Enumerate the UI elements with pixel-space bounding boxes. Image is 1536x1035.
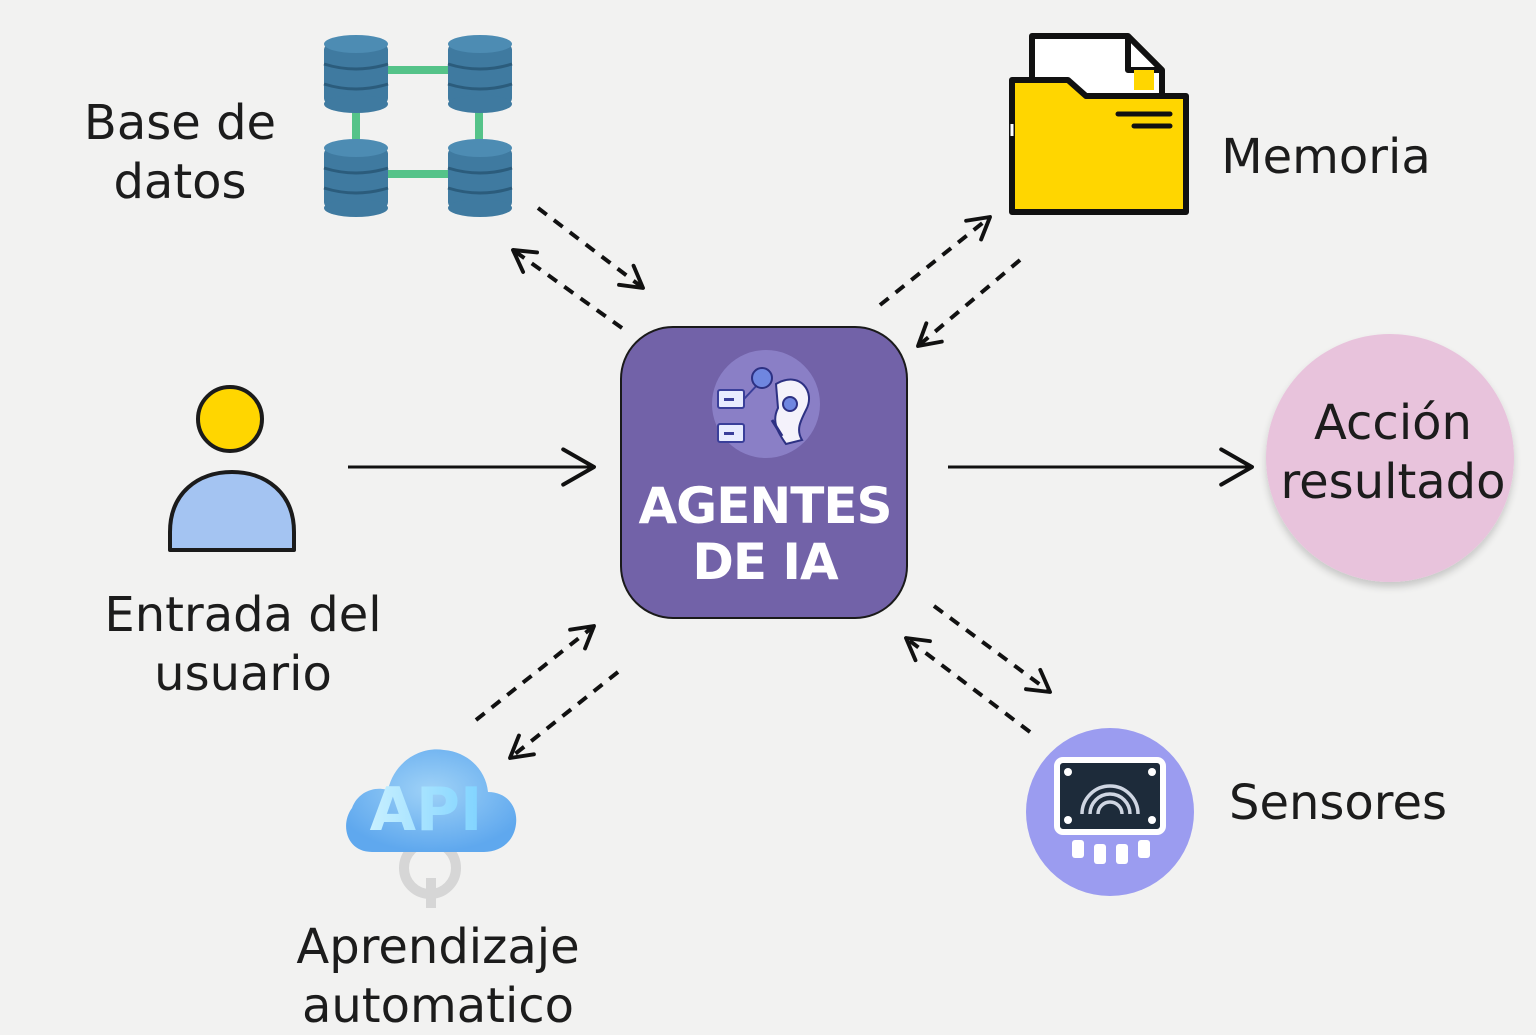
database-label: Base de datos bbox=[83, 95, 277, 210]
api-cloud-icon: API bbox=[346, 749, 517, 908]
arrow-memory-to-agent bbox=[916, 258, 1022, 348]
memory-label: Memoria bbox=[1221, 129, 1431, 185]
database-cylinder-3 bbox=[323, 139, 389, 217]
database-cylinder-4 bbox=[447, 139, 513, 217]
agent-title-line2: DE IA bbox=[692, 533, 838, 591]
user-icon bbox=[168, 385, 296, 552]
agent-node-box bbox=[620, 326, 908, 619]
arrow-agent-to-database bbox=[511, 248, 624, 330]
arrow-agent-to-learning bbox=[508, 670, 620, 760]
connectors bbox=[348, 206, 1254, 760]
arrow-agent-to-sensors bbox=[932, 604, 1052, 694]
database-network-icon bbox=[323, 35, 513, 217]
folder-icon bbox=[1009, 33, 1189, 215]
arrow-learning-to-agent bbox=[474, 624, 596, 722]
robot-agent-icon bbox=[712, 350, 820, 458]
learning-label: Aprendizaje automatico bbox=[296, 919, 580, 1034]
api-text: API bbox=[370, 775, 483, 845]
action-node-circle bbox=[1266, 334, 1514, 582]
sensor-icon bbox=[1026, 728, 1194, 896]
sensors-label: Sensores bbox=[1228, 775, 1447, 831]
arrow-sensors-to-agent bbox=[904, 636, 1032, 734]
database-cylinder-1 bbox=[323, 35, 389, 113]
action-label: Acción resultado bbox=[1280, 395, 1506, 510]
user-input-label: Entrada del usuario bbox=[104, 587, 382, 702]
arrow-agent-to-memory bbox=[878, 215, 992, 307]
database-cylinder-2 bbox=[447, 35, 513, 113]
agent-node bbox=[620, 326, 908, 619]
agent-title-line1: AGENTES bbox=[638, 477, 892, 535]
arrow-database-to-agent bbox=[536, 206, 645, 290]
agent-node-title: AGENTES DE IA bbox=[622, 478, 908, 590]
